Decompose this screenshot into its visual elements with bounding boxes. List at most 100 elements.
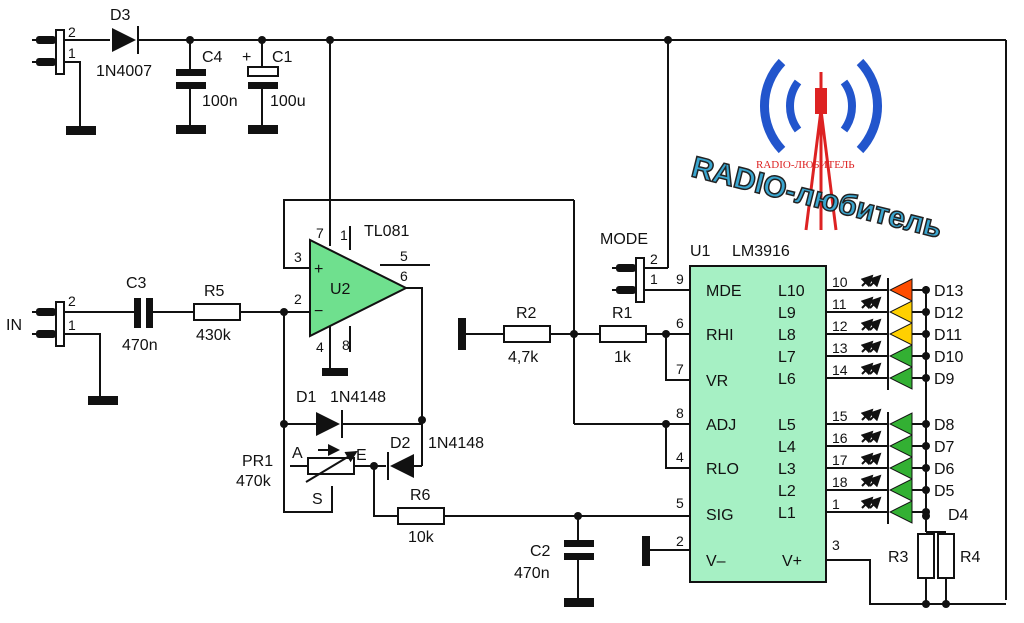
svg-text:4: 4 <box>316 339 324 355</box>
svg-text:2: 2 <box>650 251 658 267</box>
resistor-r4: R4 <box>937 533 981 579</box>
led-label: D4 <box>948 507 969 524</box>
svg-text:PR1: PR1 <box>242 453 273 470</box>
c1-plus: + <box>242 49 251 66</box>
svg-text:U1: U1 <box>690 243 711 260</box>
led-pin-number: 12 <box>832 318 848 334</box>
svg-text:C3: C3 <box>126 275 147 292</box>
svg-text:MODE: MODE <box>600 231 648 248</box>
led-label: D11 <box>934 327 962 344</box>
opamp-plus: + <box>314 261 323 278</box>
svg-text:10k: 10k <box>408 529 435 546</box>
resistor-r3: R3 <box>888 533 935 579</box>
svg-text:470n: 470n <box>514 565 550 582</box>
svg-text:7: 7 <box>676 361 684 377</box>
mode-jack: MODE 2 1 <box>600 231 658 303</box>
opamp-minus: − <box>314 303 323 320</box>
led-label: D9 <box>934 371 955 388</box>
chip-pin-right: L4 <box>778 439 796 456</box>
chip-pin-left: VR <box>706 373 728 390</box>
svg-text:C2: C2 <box>530 543 551 560</box>
led-pin-number: 18 <box>832 474 848 490</box>
led-label: D13 <box>934 283 963 300</box>
svg-text:430k: 430k <box>196 327 232 344</box>
capacitor-c3: C3 470n <box>122 275 158 354</box>
led-label: D6 <box>934 461 955 478</box>
capacitor-c4: C4 100n <box>176 40 238 134</box>
chip-pin-left: RHI <box>706 327 734 344</box>
led-pin-number: 13 <box>832 340 848 356</box>
chip-pin-left: MDE <box>706 283 742 300</box>
chip-pin-left: ADJ <box>706 417 736 434</box>
d3-label: D3 <box>110 7 131 24</box>
radio-lyubitel-logo: RADIO-любитель RADIO-ЛЮБИТЕЛЬ <box>688 58 946 246</box>
svg-text:1: 1 <box>68 317 76 333</box>
power-input-jack: 2 1 <box>32 24 76 75</box>
svg-text:4,7k: 4,7k <box>508 349 539 366</box>
led-pin-number: 14 <box>832 362 848 378</box>
svg-text:D1: D1 <box>296 389 317 406</box>
svg-text:1N4148: 1N4148 <box>428 435 484 452</box>
svg-text:2: 2 <box>676 533 684 549</box>
tl081-label: TL081 <box>364 223 409 240</box>
led-pin-number: 16 <box>832 430 848 446</box>
led-pin-number: 11 <box>832 296 847 312</box>
chip-pin-left: V– <box>706 553 726 570</box>
svg-text:7: 7 <box>316 225 324 241</box>
chip-pin-right: L7 <box>778 349 796 366</box>
svg-text:470k: 470k <box>236 473 272 490</box>
d3-part: 1N4007 <box>96 63 152 80</box>
led-label: D7 <box>934 439 955 456</box>
svg-text:R3: R3 <box>888 549 909 566</box>
svg-text:8: 8 <box>676 405 684 421</box>
opamp-u2: U2 + − TL081 7 1 3 2 5 6 4 8 <box>294 223 430 376</box>
chip-pin-left: RLO <box>706 461 739 478</box>
chip-pin-right: L3 <box>778 461 796 478</box>
svg-text:R2: R2 <box>516 305 537 322</box>
led-pin-number: 1 <box>832 496 840 512</box>
led-label: D10 <box>934 349 963 366</box>
led-pin-number: 15 <box>832 408 848 424</box>
chip-pin-right: L5 <box>778 417 796 434</box>
potentiometer-pr1: PR1 470k A E S <box>236 444 367 508</box>
svg-text:6: 6 <box>400 268 408 284</box>
capacitor-c2: C2 470n <box>514 516 594 607</box>
svg-text:9: 9 <box>676 271 684 287</box>
c1-value: 100u <box>270 93 306 110</box>
svg-text:A: A <box>292 445 303 462</box>
c1-label: C1 <box>272 49 293 66</box>
c4-label: C4 <box>202 49 223 66</box>
svg-text:R6: R6 <box>410 487 431 504</box>
chip-pin-right: L6 <box>778 371 796 388</box>
svg-text:E: E <box>356 447 367 464</box>
svg-text:6: 6 <box>676 315 684 331</box>
resistor-r2: R2 4,7k <box>503 305 551 366</box>
svg-text:5: 5 <box>676 495 684 511</box>
input-jack: IN 2 1 <box>6 293 76 347</box>
svg-text:470n: 470n <box>122 337 158 354</box>
led-pin-number: 10 <box>832 274 848 290</box>
chip-pin-right: L9 <box>778 305 796 322</box>
resistor-r6: R6 10k <box>397 487 445 546</box>
diode-d3: D3 1N4007 <box>96 7 152 80</box>
svg-text:LM3916: LM3916 <box>732 243 790 260</box>
svg-text:1N4148: 1N4148 <box>330 389 386 406</box>
svg-text:4: 4 <box>676 449 684 465</box>
svg-text:S: S <box>312 491 323 508</box>
led-label: D8 <box>934 417 955 434</box>
svg-text:R1: R1 <box>612 305 633 322</box>
svg-text:2: 2 <box>294 291 302 307</box>
logo-small-text: RADIO-ЛЮБИТЕЛЬ <box>756 159 855 171</box>
svg-text:2: 2 <box>68 293 76 309</box>
ground-symbol <box>66 126 96 135</box>
svg-text:1k: 1k <box>614 349 632 366</box>
